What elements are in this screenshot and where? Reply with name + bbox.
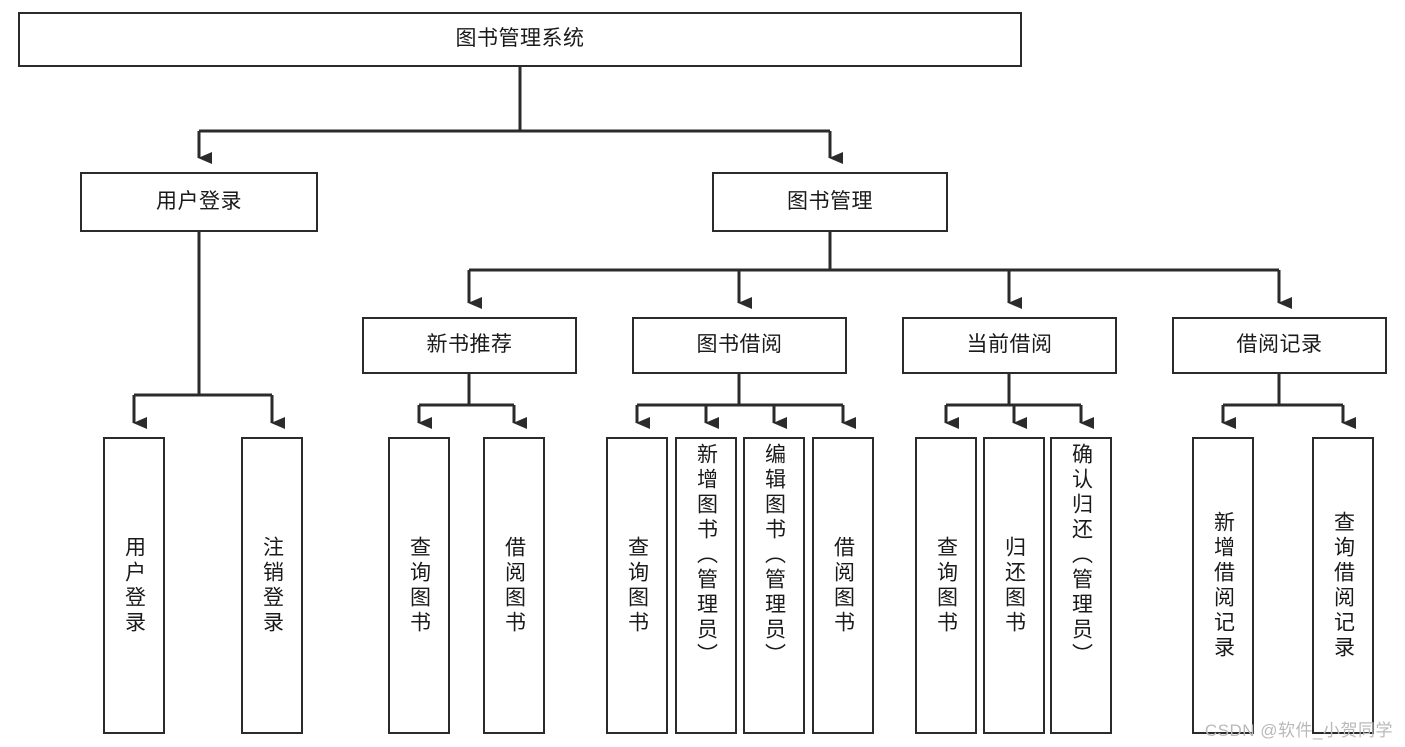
- leaf-node[interactable]: 查询图书: [606, 437, 668, 734]
- leaf-label: 新增借阅记录: [1211, 510, 1235, 661]
- level3-label: 当前借阅: [966, 333, 1053, 357]
- leaf-node[interactable]: 注销登录: [241, 437, 303, 734]
- leaf-node[interactable]: 编辑图书（管理员）: [743, 437, 805, 734]
- leaf-label: 借阅图书: [502, 535, 526, 636]
- leaf-label: 归还图书: [1002, 535, 1026, 636]
- leaf-label: 注销登录: [260, 535, 284, 636]
- root-node[interactable]: 图书管理系统: [18, 12, 1022, 67]
- leaf-label: 用户登录: [122, 535, 146, 636]
- leaf-label: 查询图书: [625, 535, 649, 636]
- level3-label: 图书借阅: [696, 333, 783, 357]
- leaf-node[interactable]: 确认归还（管理员）: [1050, 437, 1112, 734]
- level3-node[interactable]: 借阅记录: [1172, 317, 1387, 374]
- leaf-label: 新增图书（管理员）: [694, 443, 718, 668]
- level3-node[interactable]: 当前借阅: [902, 317, 1117, 374]
- leaf-label: 查询借阅记录: [1331, 510, 1355, 661]
- level3-node[interactable]: 新书推荐: [362, 317, 577, 374]
- level3-node[interactable]: 图书借阅: [632, 317, 847, 374]
- leaf-node[interactable]: 查询图书: [388, 437, 450, 734]
- level2-label: 用户登录: [156, 189, 242, 213]
- level2-node[interactable]: 用户登录: [80, 172, 318, 232]
- leaf-node[interactable]: 借阅图书: [812, 437, 874, 734]
- watermark-text: CSDN @软件_小贺同学: [1204, 721, 1393, 740]
- leaf-node[interactable]: 查询借阅记录: [1312, 437, 1374, 734]
- leaf-node[interactable]: 用户登录: [103, 437, 165, 734]
- leaf-node[interactable]: 归还图书: [983, 437, 1045, 734]
- leaf-label: 查询图书: [407, 535, 431, 636]
- leaf-node[interactable]: 查询图书: [915, 437, 977, 734]
- leaf-node[interactable]: 新增借阅记录: [1192, 437, 1254, 734]
- level2-label: 图书管理: [787, 189, 873, 213]
- level3-label: 新书推荐: [426, 333, 513, 357]
- leaf-label: 查询图书: [934, 535, 958, 636]
- level2-node[interactable]: 图书管理: [712, 172, 948, 232]
- leaf-label: 编辑图书（管理员）: [762, 443, 786, 668]
- level3-label: 借阅记录: [1236, 333, 1323, 357]
- root-label: 图书管理系统: [455, 27, 585, 51]
- leaf-node[interactable]: 新增图书（管理员）: [675, 437, 737, 734]
- leaf-node[interactable]: 借阅图书: [483, 437, 545, 734]
- leaf-label: 确认归还（管理员）: [1069, 443, 1093, 668]
- leaf-label: 借阅图书: [831, 535, 855, 636]
